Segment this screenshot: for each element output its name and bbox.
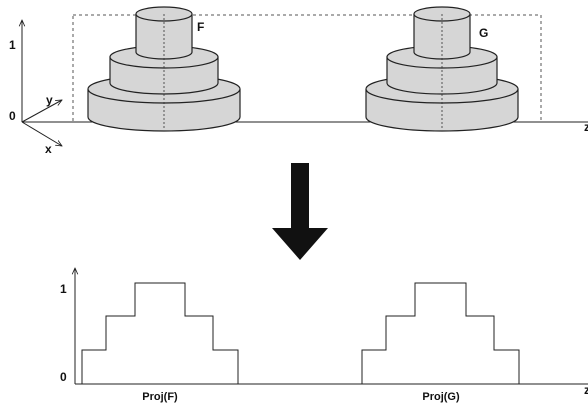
y-axis-arrow [21,100,62,123]
dashed-bounding-box [72,14,542,123]
down-arrow [272,163,328,260]
projection-plot: 1 0 z Proj(F) Proj(G) [60,268,588,403]
proj-f-step-profile [81,282,239,384]
top-z-axis-label: z [584,120,588,134]
top-axis-label-0: 0 [9,109,16,123]
bottom-z-axis-label: z [584,383,588,397]
proj-g-caption: Proj(G) [422,391,460,403]
bottom-axis-label-1: 1 [60,282,67,296]
bottom-axis-label-0: 0 [60,370,67,384]
stack-f-label: F [197,20,204,34]
top-scene: 1 0 y x z F [9,6,588,156]
proj-f-caption: Proj(F) [142,391,178,403]
top-axis-label-1: 1 [9,38,16,52]
y-axis-label: y [46,93,53,107]
x-axis-arrow [21,121,62,146]
stack-g: G [365,6,519,132]
stack-g-label: G [479,26,488,40]
stack-f: F [87,6,241,132]
proj-g-step-profile [361,282,520,384]
x-axis-label: x [45,142,52,156]
